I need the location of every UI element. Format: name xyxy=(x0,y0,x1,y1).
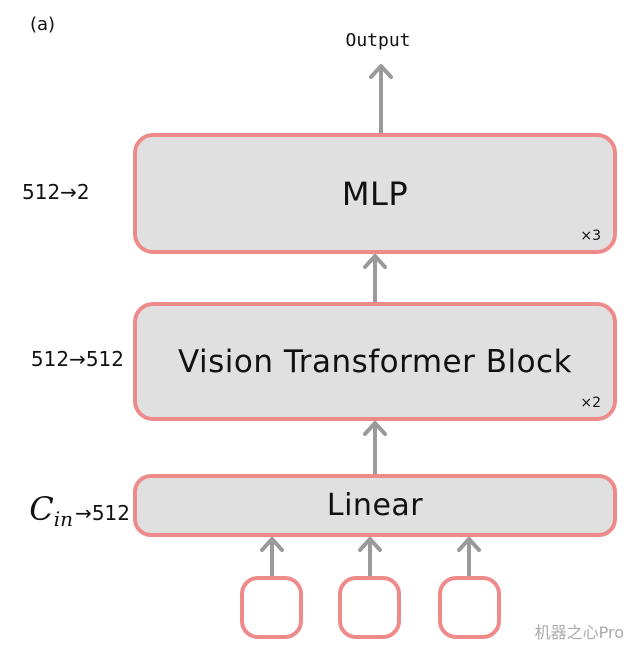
linear-dims: Cin →512 xyxy=(0,490,130,531)
cin-symbol: Cin xyxy=(29,490,74,531)
cin-subscript: in xyxy=(53,507,74,531)
arrow-linear-to-vit xyxy=(363,421,387,477)
output-label: Output xyxy=(345,30,411,51)
linear-dims-rest: →512 xyxy=(75,501,130,525)
linear-block: Linear xyxy=(133,474,617,537)
vit-block: Vision Transformer Block ×2 xyxy=(133,302,617,421)
input-arrow-2 xyxy=(358,537,382,580)
input-node-3 xyxy=(438,576,501,639)
panel-label: (a) xyxy=(30,14,56,35)
vit-label: Vision Transformer Block xyxy=(177,343,573,380)
mlp-repeat: ×3 xyxy=(580,228,601,244)
input-node-1 xyxy=(240,576,303,639)
mlp-block: MLP ×3 xyxy=(133,133,617,254)
mlp-dims: 512→2 xyxy=(22,180,90,204)
arrow-mlp-to-output xyxy=(369,64,393,136)
vit-repeat: ×2 xyxy=(580,395,601,411)
arrow-vit-to-mlp xyxy=(363,254,387,305)
watermark: 机器之心Pro xyxy=(534,623,624,642)
input-node-2 xyxy=(338,576,401,639)
input-arrow-3 xyxy=(457,537,481,580)
mlp-label: MLP xyxy=(341,174,409,213)
linear-label: Linear xyxy=(326,488,424,523)
vit-dims: 512→512 xyxy=(30,347,124,371)
input-arrow-1 xyxy=(260,537,284,580)
